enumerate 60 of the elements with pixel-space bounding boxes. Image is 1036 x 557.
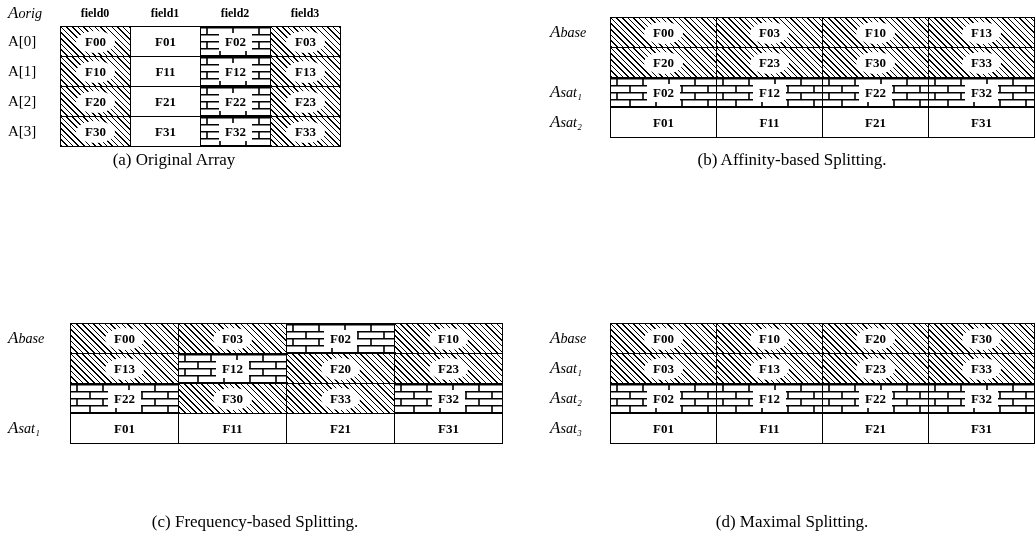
cell-text: F03 (750, 21, 789, 44)
cell-text: F30 (856, 51, 895, 74)
caption: (d) Maximal Splitting. (714, 512, 870, 532)
cell-text: F32 (965, 83, 998, 102)
cell-text: F00 (644, 327, 683, 350)
row-label: A[0] (8, 31, 38, 51)
cell-text: F20 (644, 51, 683, 74)
cell-text: F32 (965, 389, 998, 408)
cell-text: F32 (219, 122, 252, 141)
cell-text: F32 (432, 389, 465, 408)
cell-text: F03 (213, 327, 252, 350)
cell-text: F12 (753, 389, 786, 408)
column-header: field2 (219, 6, 251, 22)
row-label: A[2] (8, 91, 38, 111)
cell-text: F13 (750, 357, 789, 380)
cell-text: F30 (962, 327, 1001, 350)
cell-text: F00 (644, 21, 683, 44)
cell-text: F13 (286, 60, 325, 83)
cell-text: F03 (644, 357, 683, 380)
cell-text: F12 (216, 359, 249, 378)
cell-text: F20 (856, 327, 895, 350)
cell-text: F10 (750, 327, 789, 350)
cell-text: F02 (647, 83, 680, 102)
row-label: A[1] (8, 61, 38, 81)
cell-text: F23 (286, 90, 325, 113)
cell-text: F00 (76, 30, 115, 53)
cell-text: F20 (76, 90, 115, 113)
cell-text: F23 (856, 357, 895, 380)
cell-text: F12 (753, 83, 786, 102)
cell-text: F23 (429, 357, 468, 380)
cell-text: F33 (962, 51, 1001, 74)
cell-text: F03 (286, 30, 325, 53)
cell-text: F02 (647, 389, 680, 408)
cell-text: F22 (859, 83, 892, 102)
column-header: field3 (289, 6, 321, 22)
cell-text: F33 (962, 357, 1001, 380)
row-label: A[3] (8, 121, 38, 141)
cell-text: F33 (286, 120, 325, 143)
cell-text: F23 (750, 51, 789, 74)
cell-text: F10 (76, 60, 115, 83)
cell-text: F00 (105, 327, 144, 350)
cell-text: F22 (219, 92, 252, 111)
cell-text: F22 (108, 389, 141, 408)
cell-text: F02 (219, 32, 252, 51)
cell-text: F22 (859, 389, 892, 408)
caption: (c) Frequency-based Splitting. (150, 512, 360, 532)
cell-text: F02 (324, 329, 357, 348)
caption: (a) Original Array (111, 150, 237, 170)
cell-text: F13 (105, 357, 144, 380)
caption: (b) Affinity-based Splitting. (696, 150, 888, 170)
cell-text: F10 (429, 327, 468, 350)
cell-text: F30 (213, 387, 252, 410)
cell-text: F13 (962, 21, 1001, 44)
column-header: field1 (149, 6, 181, 22)
cell-text: F12 (219, 62, 252, 81)
cell-text: F33 (321, 387, 360, 410)
cell-text: F30 (76, 120, 115, 143)
column-header: field0 (79, 6, 111, 22)
cell-text: F20 (321, 357, 360, 380)
cell-text: F10 (856, 21, 895, 44)
